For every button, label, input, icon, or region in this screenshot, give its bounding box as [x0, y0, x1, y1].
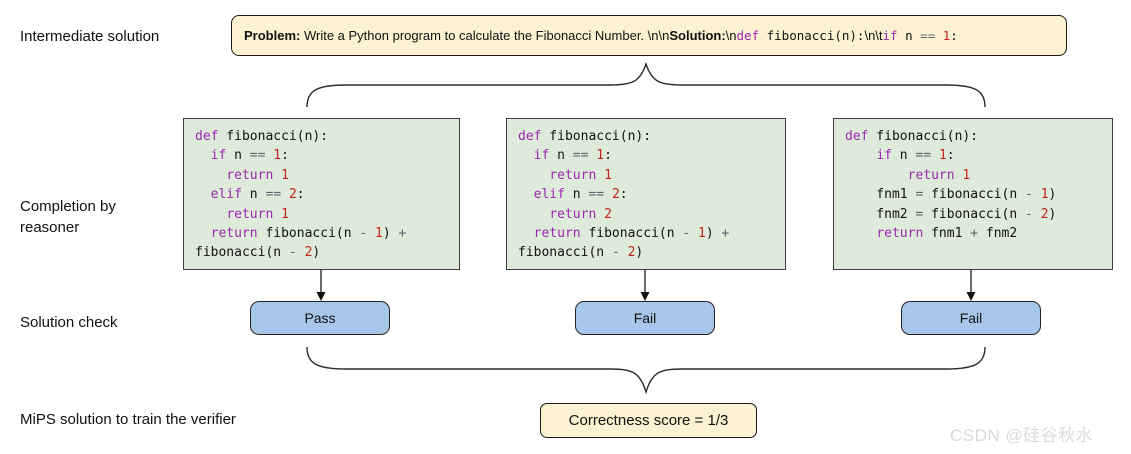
check-result-fail-2: Fail	[901, 301, 1041, 335]
completion-code-box-2: def fibonacci(n): if n == 1: return 1 el…	[506, 118, 786, 270]
completion-code-box-1: def fibonacci(n): if n == 1: return 1 el…	[183, 118, 460, 270]
row-label-intermediate-solution: Intermediate solution	[20, 28, 160, 45]
csdn-watermark: CSDN @硅谷秋水	[950, 426, 1094, 445]
row-label-mips-solution: MiPS solution to train the verifier	[20, 411, 236, 428]
top-brace	[306, 61, 986, 108]
arrow-box1-to-pass	[316, 270, 326, 301]
check-result-fail-1: Fail	[575, 301, 715, 335]
row-label-completion-by-reasoner: Completion by reasoner	[20, 198, 116, 236]
correctness-score-box: Correctness score = 1/3	[540, 403, 757, 438]
row-label-solution-check: Solution check	[20, 314, 118, 331]
problem-prompt-box: Problem: Write a Python program to calcu…	[231, 15, 1067, 56]
arrow-box2-to-fail	[640, 270, 650, 301]
problem-prompt-text: Problem: Write a Python program to calcu…	[244, 28, 958, 43]
correctness-score-text: Correctness score = 1/3	[568, 412, 729, 429]
arrow-box3-to-fail	[966, 270, 976, 301]
completion-code-box-3: def fibonacci(n): if n == 1: return 1 fn…	[833, 118, 1113, 270]
bottom-brace	[306, 346, 986, 395]
check-result-pass: Pass	[250, 301, 390, 335]
